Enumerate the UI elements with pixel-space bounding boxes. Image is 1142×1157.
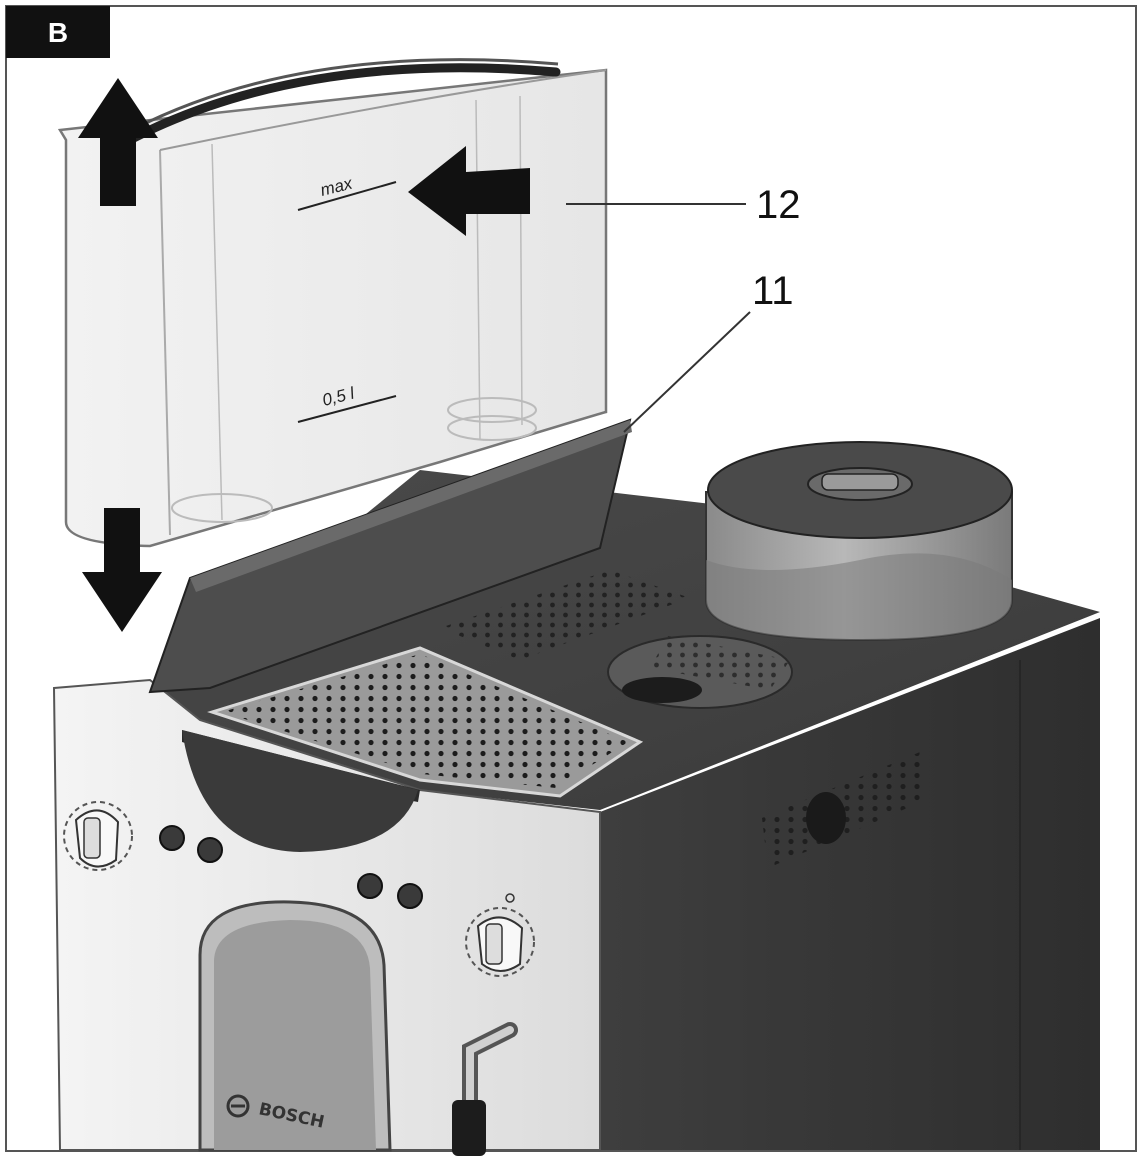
callout-11: 11 [752,269,794,313]
bean-container [705,441,1013,642]
grind-setting-knob [63,801,133,871]
callout-11-leader [623,311,751,433]
button-2 [197,837,223,863]
button-4 [397,883,423,909]
button-1 [159,825,185,851]
tank-max-line [297,181,397,211]
tank-lid [148,418,632,694]
arrow-up [78,78,158,206]
tank-handle [121,63,561,147]
front-control-recess [182,730,418,852]
button-3 [357,873,383,899]
steam-knob [465,893,535,977]
top-vent-grille [440,570,690,660]
callout-12: 12 [756,183,801,227]
side-vent-handle [806,792,846,844]
steam-nozzle [452,1022,518,1156]
machine-side-panel [600,618,1100,1150]
tank-min-line [297,395,397,423]
arrow-left [408,146,530,236]
arrow-down [82,508,162,632]
figure-tag-label: B [48,17,68,48]
figure-tag: B [6,6,110,58]
